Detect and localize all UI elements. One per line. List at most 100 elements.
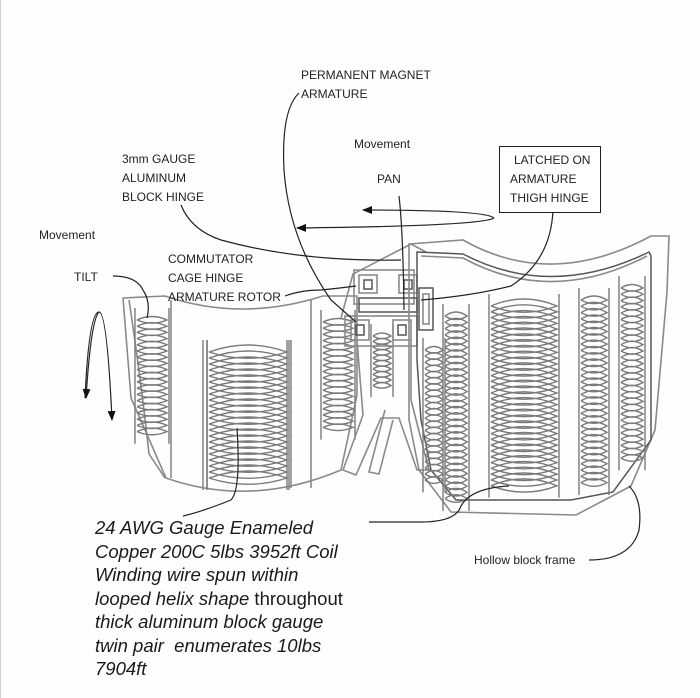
coil-loop: [136, 402, 169, 411]
caption-line: looped helix shape throughout: [95, 587, 343, 611]
coil-loop: [322, 355, 355, 364]
coil-loop: [372, 343, 393, 351]
label-tilt: TILT: [74, 270, 98, 284]
coil-loop: [372, 365, 393, 373]
coil-loop: [372, 348, 393, 356]
coil-loop: [620, 290, 645, 299]
coil-loop: [620, 296, 645, 305]
coil-loop: [322, 348, 355, 357]
label-line: COMMUTATOR: [168, 252, 254, 266]
coil-loop: [620, 441, 645, 450]
coil-loop: [322, 361, 355, 370]
coil-loop: [322, 392, 355, 401]
coil-loop: [620, 390, 645, 399]
coil-loop: [136, 377, 169, 386]
label-latched-thigh-hinge: LATCHED ON ARMATURE THIGH HINGE: [499, 146, 602, 213]
coil-loop: [620, 365, 645, 374]
label-line: ARMATURE: [510, 172, 577, 186]
coil-loop: [372, 332, 393, 340]
coil-loop: [136, 396, 169, 405]
coil-loop: [322, 398, 355, 407]
coil-loop: [136, 390, 169, 399]
right-center-coil: [488, 294, 560, 498]
coil-loop: [322, 373, 355, 382]
coil-loop: [620, 302, 645, 311]
hollow-block-frame: [408, 235, 670, 516]
coil-loop: [620, 334, 645, 343]
coil-loop: [620, 315, 645, 324]
coil-loop: [322, 367, 355, 376]
coil-loop: [372, 359, 393, 367]
coil-loop: [136, 328, 169, 337]
coil-loop: [620, 378, 645, 387]
label-line: PERMANENT MAGNET: [301, 68, 431, 82]
coil-loop: [136, 408, 169, 417]
right-coil-b: [442, 304, 470, 511]
coil-loop: [322, 404, 355, 413]
label-line: THIGH HINGE: [510, 191, 589, 205]
coil-loop: [372, 370, 393, 378]
coil-loop: [620, 453, 645, 462]
label-line: BLOCK HINGE: [122, 190, 205, 204]
center-small-coil: [370, 324, 394, 397]
coil-loop: [620, 321, 645, 330]
label-pan: PAN: [377, 172, 401, 186]
label-line: ARMATURE: [301, 87, 368, 101]
label-line: 3mm GAUGE: [122, 152, 196, 166]
coil-loop: [620, 340, 645, 349]
label-line: ALUMINUM: [122, 171, 187, 185]
label-line: LATCHED ON: [514, 153, 591, 167]
coil-loop: [136, 371, 169, 380]
caption-line: twin pair enumerates 10lbs: [95, 634, 322, 656]
coil-loop: [136, 315, 169, 324]
coil-loop: [136, 340, 169, 349]
coil-loop: [580, 478, 609, 487]
label-line: CAGE HINGE: [168, 271, 244, 285]
caption-line: Copper 200C 5lbs 3952ft Coil: [95, 540, 338, 562]
coil-loop: [372, 337, 393, 345]
coil-loop: [322, 317, 355, 326]
caption-line: Winding wire spun within: [95, 564, 299, 585]
right-coil-c: [578, 288, 610, 495]
coil-loop: [136, 322, 169, 331]
coil-loop: [620, 409, 645, 418]
coil-loop: [620, 422, 645, 431]
coil-loop: [372, 376, 393, 384]
right-coil-a: [422, 338, 446, 493]
center-hinge-legs: [341, 339, 431, 477]
coil-loop: [620, 283, 645, 292]
label-movement-tilt-title: Movement: [39, 228, 96, 242]
coil-loop: [136, 421, 169, 430]
coil-loop: [322, 324, 355, 333]
coil-loop: [490, 478, 559, 493]
coil-loop: [620, 416, 645, 425]
coil-loop: [620, 403, 645, 412]
coil-loop: [620, 372, 645, 381]
coil-loop: [372, 381, 393, 389]
coil-loop: [208, 464, 290, 479]
leader-lines: [82, 92, 641, 561]
coil-loop: [372, 354, 393, 362]
coil-loop: [136, 415, 169, 424]
coil-loop: [620, 447, 645, 456]
coil-loop: [322, 379, 355, 388]
coil-loop: [322, 330, 355, 339]
coil-loop: [136, 353, 169, 362]
caption-line: 7904ft: [95, 658, 147, 679]
right-coil-d: [618, 276, 646, 471]
coil-loop: [136, 359, 169, 368]
left-right-coil: [320, 310, 356, 440]
coil-loop: [136, 384, 169, 393]
coil-loop: [208, 470, 290, 485]
label-aluminum-block-hinge: 3mm GAUGE ALUMINUM BLOCK HINGE: [122, 150, 204, 207]
coil-loop: [620, 359, 645, 368]
caption-line: 24 AWG Gauge Enameled: [95, 517, 314, 538]
caption-fragment: looped helix shape: [95, 587, 250, 609]
caption-line: thick aluminum block gauge: [95, 611, 324, 632]
label-movement-pan-title: Movement: [354, 137, 411, 151]
coil-loop: [136, 346, 169, 355]
coil-loop: [620, 435, 645, 444]
coil-loop: [322, 417, 355, 426]
label-commutator-armature-rotor: COMMUTATOR CAGE HINGE ARMATURE ROTOR: [168, 250, 281, 307]
coil-loop: [322, 386, 355, 395]
